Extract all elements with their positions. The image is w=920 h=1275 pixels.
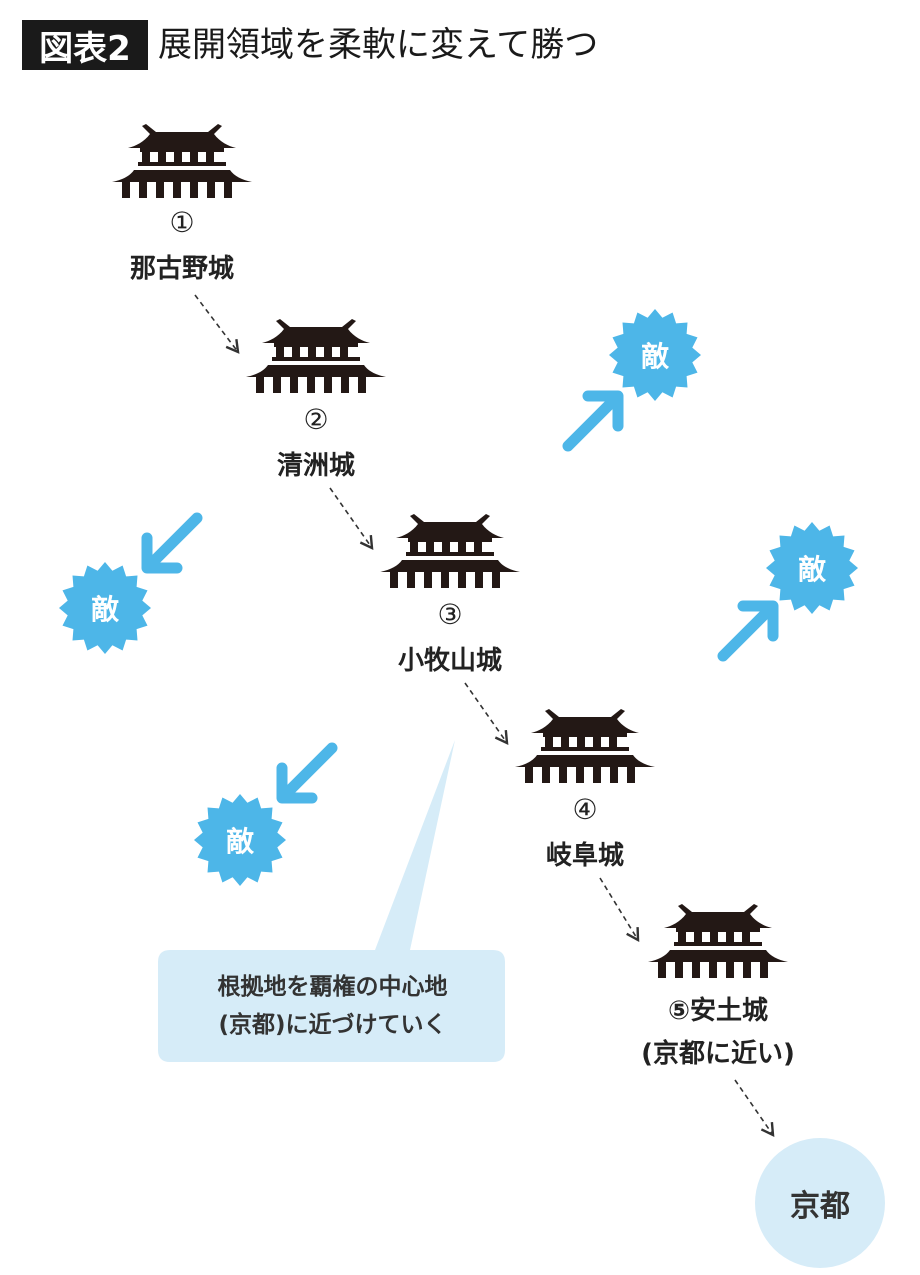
arrow-down-left-icon xyxy=(141,512,203,574)
castle-1-name: 那古野城 xyxy=(129,254,235,284)
path-arrow xyxy=(734,1079,775,1137)
castle-1-number: ① xyxy=(169,206,195,239)
path-arrow xyxy=(464,682,509,745)
figure-title: 展開領域を柔軟に変えて勝つ xyxy=(158,25,599,65)
enemy-starburst-icon xyxy=(194,794,286,886)
kyoto-circle xyxy=(755,1138,885,1268)
arrow-up-right-icon xyxy=(562,390,624,452)
path-arrow xyxy=(599,877,640,943)
castle-icon xyxy=(112,124,252,198)
callout-line-2: (京都)に近づけていく xyxy=(218,1012,447,1038)
castle-icon xyxy=(515,709,655,783)
castle-5-note: (京都に近い) xyxy=(641,1039,795,1069)
castle-2-number: ② xyxy=(303,403,329,436)
enemy-label: 敵 xyxy=(90,593,120,626)
enemy-label: 敵 xyxy=(797,553,827,586)
arrow-up-right-icon xyxy=(717,600,779,662)
enemy-starburst-icon xyxy=(766,522,858,614)
castle-icon xyxy=(380,514,520,588)
figure-badge: 図表2 xyxy=(22,20,148,70)
callout-text: 根拠地を覇権の中心地 (京都)に近づけていく xyxy=(160,968,505,1044)
path-arrow xyxy=(194,294,240,354)
castle-5-name: ⑤安土城 xyxy=(667,996,769,1026)
enemy-label: 敵 xyxy=(640,340,670,373)
callout-line-1: 根拠地を覇権の中心地 xyxy=(217,974,448,1000)
castle-3-name: 小牧山城 xyxy=(397,646,503,676)
castle-4-number: ④ xyxy=(572,793,598,826)
enemy-label: 敵 xyxy=(225,825,255,858)
arrow-down-left-icon xyxy=(276,742,338,804)
castle-4-name: 岐阜城 xyxy=(545,841,625,871)
destination-kyoto: 京都 xyxy=(790,1189,850,1224)
castle-2-name: 清洲城 xyxy=(276,451,356,481)
castle-icon xyxy=(648,904,788,978)
callout-bubble xyxy=(158,740,505,1062)
castle-icon xyxy=(246,319,386,393)
path-arrow xyxy=(329,487,374,550)
castle-3-number: ③ xyxy=(437,598,463,631)
enemy-starburst-icon xyxy=(59,562,151,654)
enemy-starburst-icon xyxy=(609,309,701,401)
